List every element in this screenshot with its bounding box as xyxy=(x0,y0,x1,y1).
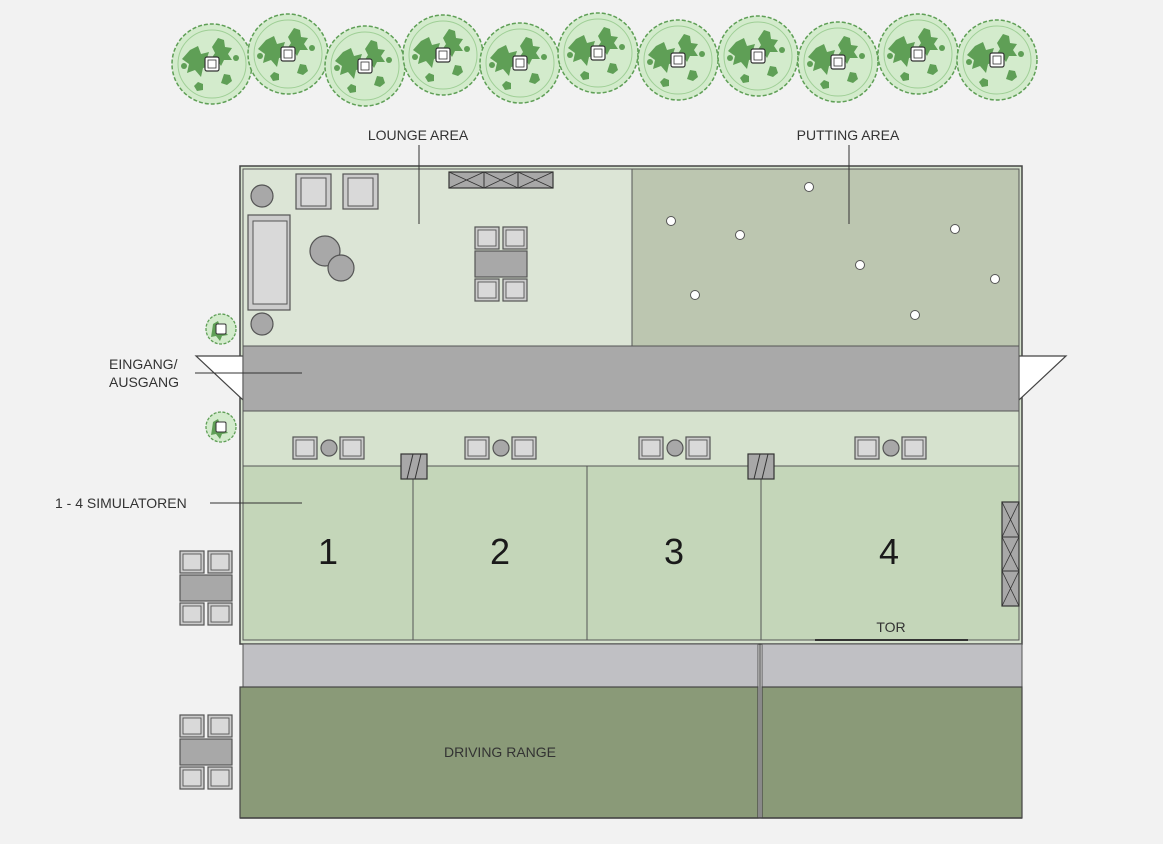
entrance-right xyxy=(1018,355,1068,402)
entrance-label-line2: AUSGANG xyxy=(109,374,179,390)
golf-hole-icon xyxy=(855,260,865,270)
tree-icon xyxy=(717,15,799,97)
shrub-icon xyxy=(205,411,237,443)
side-table-icon xyxy=(250,312,274,336)
golf-hole-icon xyxy=(690,290,700,300)
golf-hole-icon xyxy=(735,230,745,240)
simulator-bay xyxy=(760,465,1020,641)
seating-group-icon xyxy=(292,436,365,460)
tree-row xyxy=(171,12,1038,107)
simulator-bay xyxy=(242,465,414,641)
simulator-bays xyxy=(242,465,1020,641)
dining-table-icon xyxy=(180,551,232,625)
golf-hole-icon xyxy=(950,224,960,234)
seating-group-icon xyxy=(464,436,537,460)
sofa-icon xyxy=(247,214,291,311)
door-icon xyxy=(400,453,428,480)
driving-range xyxy=(239,686,759,819)
seating-group-icon xyxy=(854,436,927,460)
tree-icon xyxy=(402,14,484,96)
entrance-left xyxy=(194,355,244,402)
gate-label: TOR xyxy=(876,619,905,635)
tree-icon xyxy=(797,21,879,103)
corridor xyxy=(242,345,1020,412)
tree-icon xyxy=(956,19,1038,101)
side-table-icon xyxy=(250,184,274,208)
tree-icon xyxy=(324,25,406,107)
walkway xyxy=(761,643,1023,688)
seating-group-icon xyxy=(638,436,711,460)
lounge-area-label: LOUNGE AREA xyxy=(368,127,469,143)
door-icon xyxy=(747,453,775,480)
lounge-furniture xyxy=(247,171,554,336)
bay-number: 1 xyxy=(318,531,338,572)
putting-area-label: PUTTING AREA xyxy=(797,127,900,143)
bay-number: 2 xyxy=(490,531,510,572)
tree-icon xyxy=(877,13,959,95)
putting-holes xyxy=(666,182,1000,320)
shelf-icon xyxy=(448,171,554,189)
shrub-icon xyxy=(205,313,237,345)
driving-range xyxy=(761,686,1023,819)
bay-number: 4 xyxy=(879,531,899,572)
tree-icon xyxy=(557,12,639,94)
dining-table-icon xyxy=(180,715,232,789)
tree-icon xyxy=(171,23,253,105)
golf-hole-icon xyxy=(666,216,676,226)
seating-strip xyxy=(242,410,1020,467)
entrance-label-line1: EINGANG/ xyxy=(109,356,178,372)
simulators-label: 1 - 4 SIMULATOREN xyxy=(55,495,187,511)
net-icon xyxy=(1001,501,1020,607)
bay-number: 3 xyxy=(664,531,684,572)
simulator-bay xyxy=(412,465,588,641)
armchair-icon xyxy=(295,173,332,210)
tree-icon xyxy=(247,13,329,95)
walkway xyxy=(242,643,759,688)
putting-area xyxy=(631,168,1020,347)
armchair-icon xyxy=(342,173,379,210)
simulator-bay xyxy=(586,465,762,641)
golf-hole-icon xyxy=(990,274,1000,284)
golf-hole-icon xyxy=(804,182,814,192)
tree-icon xyxy=(479,22,561,104)
golf-hole-icon xyxy=(910,310,920,320)
tree-icon xyxy=(637,19,719,101)
round-table-icon xyxy=(327,254,355,282)
driving-range-label: DRIVING RANGE xyxy=(444,744,556,760)
